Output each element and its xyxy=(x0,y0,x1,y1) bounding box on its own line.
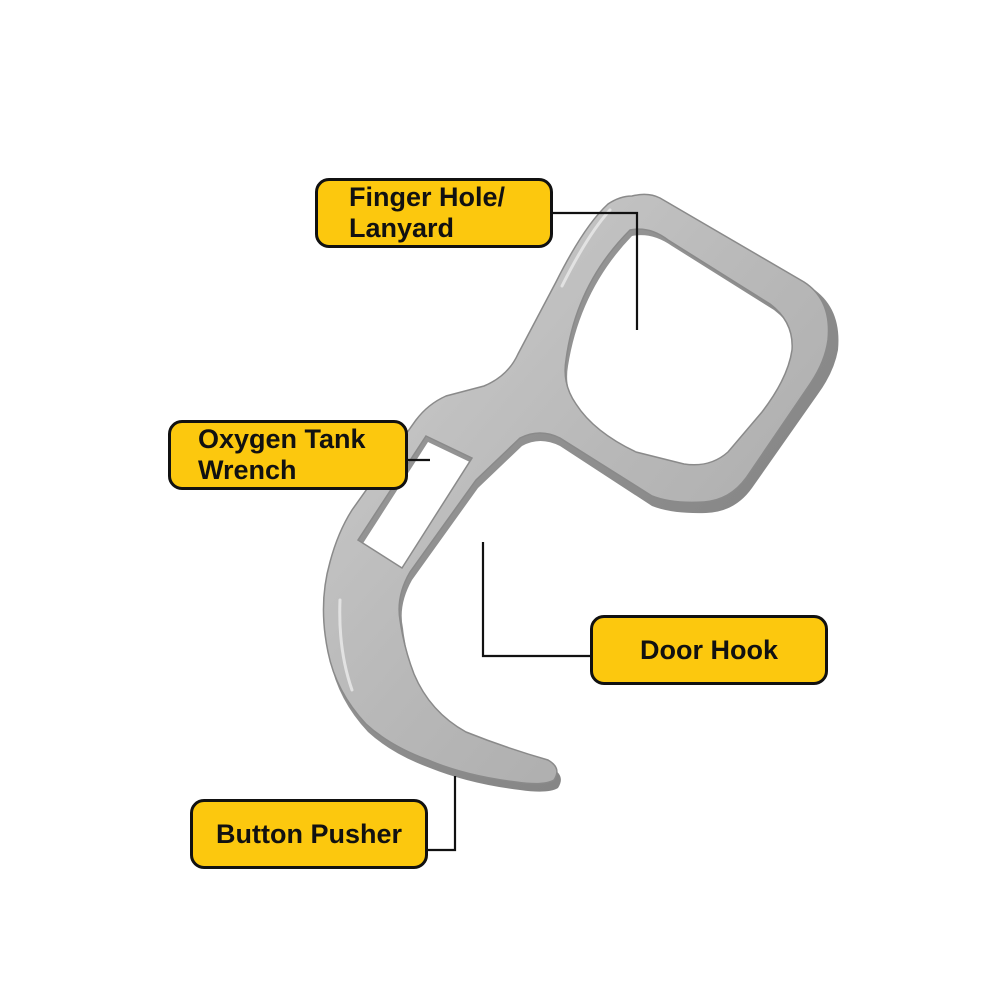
steel-tool-image xyxy=(322,193,839,792)
leader-lines xyxy=(408,211,639,852)
oxygen-tank-wrench-label: Oxygen Tank Wrench xyxy=(168,420,408,490)
leader-line-door-hook xyxy=(481,542,590,658)
tool-highlight xyxy=(338,208,612,692)
door-hook-text: Door Hook xyxy=(640,634,778,665)
button-pusher-text: Button Pusher xyxy=(216,818,402,849)
leader-line-finger-hole xyxy=(553,211,639,330)
finger-hole-lanyard-text: Finger Hole/ Lanyard xyxy=(349,182,506,243)
oxygen-tank-wrench-text: Oxygen Tank Wrench xyxy=(198,424,366,485)
door-hook-label: Door Hook xyxy=(590,615,828,685)
tool-face xyxy=(322,193,830,785)
finger-hole-lanyard-label: Finger Hole/ Lanyard xyxy=(315,178,553,248)
button-pusher-label: Button Pusher xyxy=(190,799,428,869)
leader-line-button-pusher xyxy=(428,776,457,852)
